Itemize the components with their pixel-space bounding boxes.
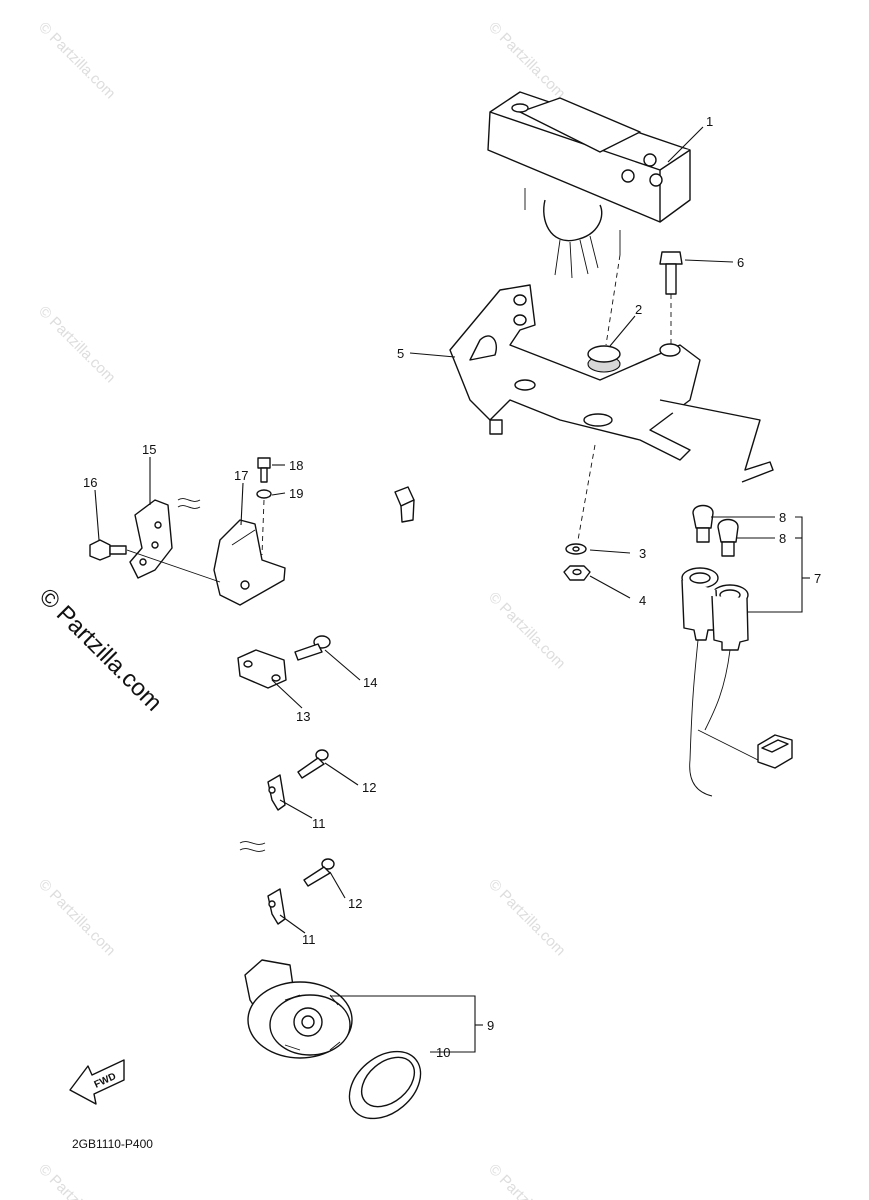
washer-19 (256, 489, 272, 556)
callout-4: 4 (639, 593, 646, 608)
assembly-line (577, 444, 596, 541)
meter-assembly (487, 91, 691, 279)
watermark: © Partzilla.com (35, 303, 118, 386)
clip-11 (267, 774, 286, 811)
watermark: © Partzilla.com (485, 589, 568, 672)
callout-2: 2 (635, 302, 642, 317)
bulbs-8 (692, 504, 739, 557)
meter-bracket-5 (449, 284, 774, 483)
callout-6: 6 (737, 255, 744, 270)
watermark: © Partzilla.com (35, 19, 118, 102)
callout-8a: 8 (779, 510, 786, 525)
callout-18: 18 (289, 458, 303, 473)
clip-11 (267, 888, 286, 925)
callout-15: 15 (142, 442, 156, 457)
screw-12 (297, 749, 329, 779)
meter-cable (177, 388, 415, 971)
callout-3: 3 (639, 546, 646, 561)
callout-11b: 11 (302, 932, 316, 947)
clamp-13 (237, 649, 287, 689)
watermark: © Partzilla.com (485, 19, 568, 102)
callout-9: 9 (487, 1018, 494, 1033)
screw-14 (294, 635, 331, 661)
callouts: 1 2 3 4 5 6 7 8 8 9 10 11 11 12 12 13 14… (83, 114, 821, 1060)
clamp-17 (213, 519, 286, 606)
screw-18 (257, 457, 271, 483)
leader-lines (94, 126, 810, 1053)
screw-12 (303, 858, 335, 887)
watermark-main: © Partzilla.com (34, 583, 167, 716)
callout-14: 14 (363, 675, 377, 690)
callout-16: 16 (83, 475, 97, 490)
bolt-16 (89, 539, 127, 561)
nut-4 (563, 565, 591, 581)
callout-12b: 12 (348, 896, 362, 911)
assembly-line (126, 549, 221, 583)
socket-harness-7 (681, 567, 793, 797)
callout-12a: 12 (362, 780, 376, 795)
bracket-15 (129, 499, 173, 579)
watermark: © Partzilla.com (35, 1161, 118, 1200)
callout-17: 17 (234, 468, 248, 483)
callout-8b: 8 (779, 531, 786, 546)
bolt-6 (659, 251, 683, 345)
seal-10 (348, 1050, 422, 1120)
callout-10: 10 (436, 1045, 450, 1060)
diagram-code: 2GB1110-P400 (72, 1137, 153, 1151)
gear-unit-9 (244, 959, 353, 1059)
callout-7: 7 (814, 571, 821, 586)
callout-1: 1 (706, 114, 713, 129)
callout-13: 13 (296, 709, 310, 724)
fwd-arrow-icon: FWD (69, 1059, 125, 1105)
callout-11a: 11 (312, 816, 326, 831)
callout-19: 19 (289, 486, 303, 501)
callout-5: 5 (397, 346, 404, 361)
watermark: © Partzilla.com (485, 876, 568, 959)
watermark: © Partzilla.com (485, 1161, 568, 1200)
grommet-2 (587, 254, 621, 373)
watermark: © Partzilla.com (35, 876, 118, 959)
washer-3 (565, 543, 587, 555)
